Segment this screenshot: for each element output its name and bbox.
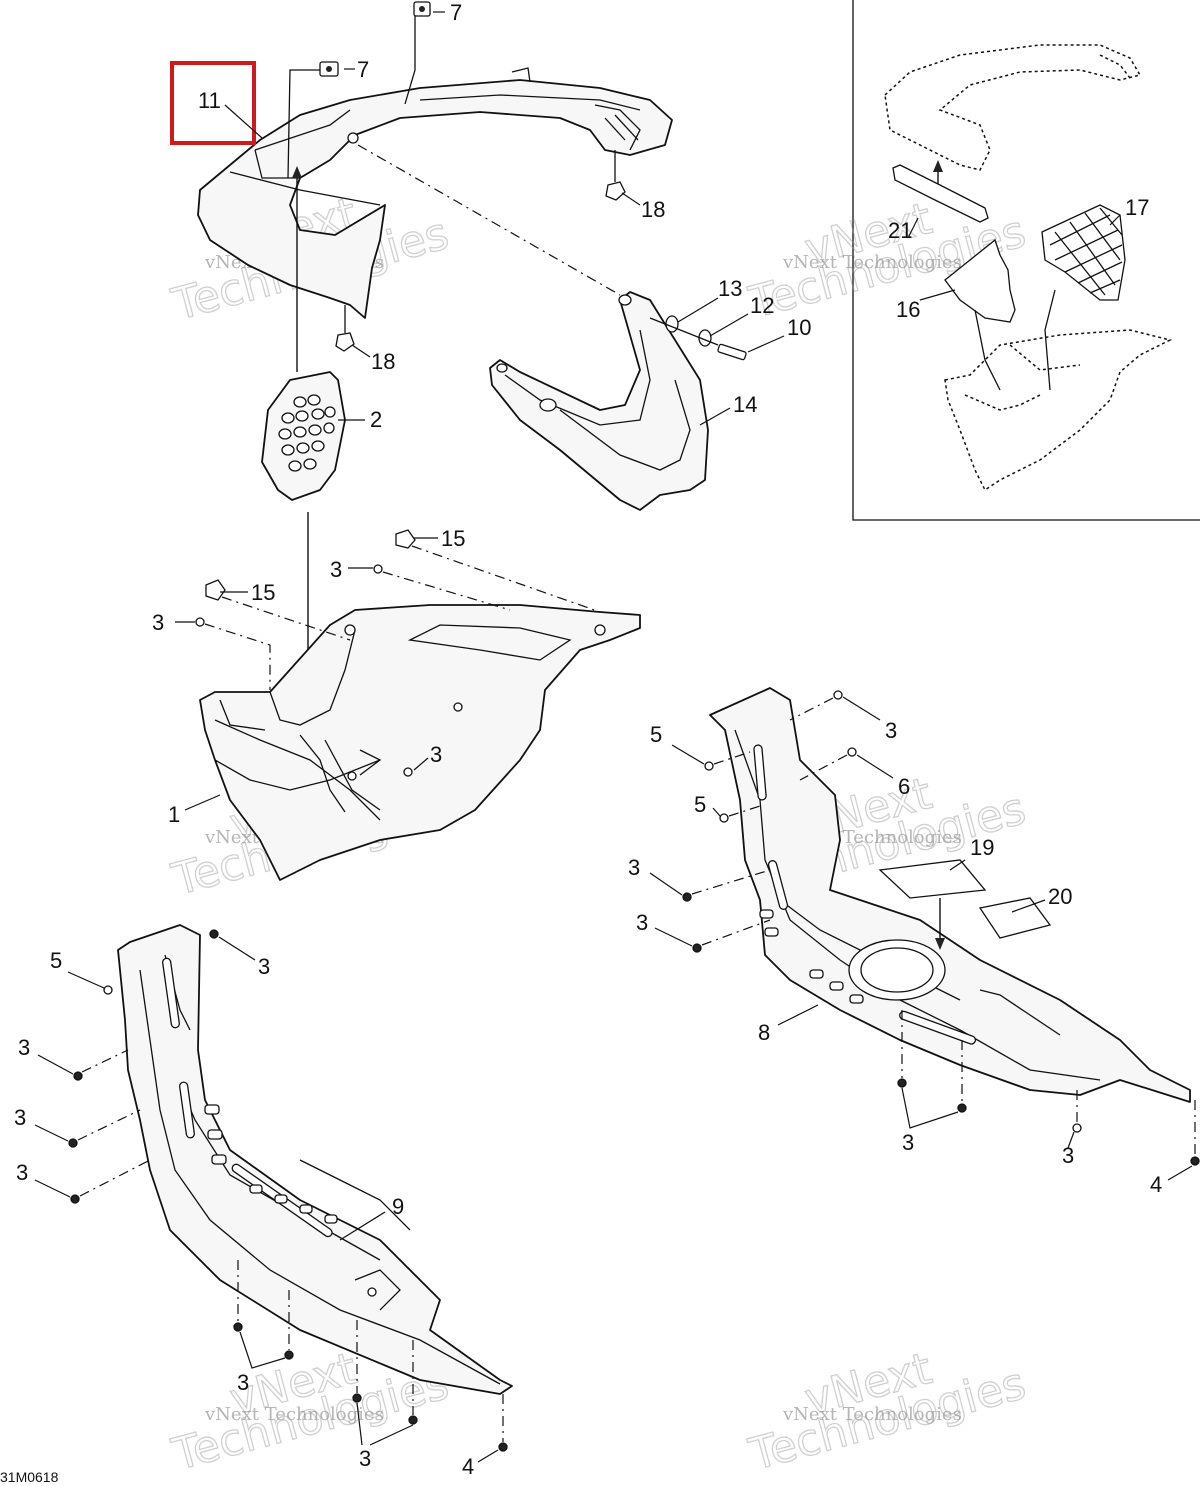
callout-4-rail: 4 <box>462 1454 474 1479</box>
clip-7-top <box>413 1 431 17</box>
part-11-upper-panel <box>197 12 673 319</box>
callout-17: 17 <box>1125 195 1149 220</box>
callout-15-right: 15 <box>441 526 465 551</box>
screw-3-console-left <box>195 617 271 690</box>
callout-3-rail-bottom-a: 3 <box>237 1370 249 1395</box>
callout-11: 11 <box>198 88 221 113</box>
callout-labels: 11 7 7 18 18 2 13 12 10 14 15 15 3 3 3 1… <box>14 0 1162 1479</box>
screw-3-right-rail-bottom-c <box>1072 1090 1082 1133</box>
washer-5-right-rail-top <box>704 751 751 771</box>
part-2-grille <box>261 166 346 694</box>
callout-3-rail-top: 3 <box>258 954 270 979</box>
inset-detail-frame <box>852 0 1200 521</box>
svg-text:vNext Technologies: vNext Technologies <box>204 1404 384 1425</box>
callout-18-left: 18 <box>371 349 395 374</box>
screw-3-rail-left-bottom <box>70 1159 151 1204</box>
screw-3-rail-bottom-d <box>408 1340 418 1425</box>
callout-9: 9 <box>392 1194 404 1219</box>
bolt-10 <box>649 317 747 361</box>
screw-3-right-rail-low <box>692 919 771 953</box>
part-17-mesh <box>1041 204 1126 301</box>
leader-lines <box>34 11 1193 1463</box>
callout-2: 2 <box>370 407 382 432</box>
screw-4-rail <box>498 1394 508 1452</box>
part-19-decal <box>878 859 987 950</box>
callout-3-rail-bottom-b: 3 <box>359 1446 371 1471</box>
washer-6-right-rail <box>799 747 857 781</box>
callout-5-rail-left: 5 <box>50 948 62 973</box>
screw-3-right-rail-top <box>789 690 843 721</box>
callout-4-right-rail: 4 <box>1150 1172 1162 1197</box>
callout-13: 13 <box>718 276 742 301</box>
callout-8: 8 <box>758 1020 770 1045</box>
callout-10: 10 <box>787 315 811 340</box>
screw-4-right-rail <box>1190 1100 1200 1166</box>
callout-3-right-rail-bottom-c: 3 <box>1062 1143 1074 1168</box>
callout-3-right-rail-mid: 3 <box>628 855 640 880</box>
screw-3-rail-bottom-b <box>284 1290 294 1360</box>
callout-3-console-top: 3 <box>330 557 342 582</box>
part-14-bracket <box>489 291 709 511</box>
callout-3-rail-left-bottom: 3 <box>16 1160 28 1185</box>
callout-18-right: 18 <box>641 197 665 222</box>
callout-1: 1 <box>168 802 180 827</box>
screw-3-rail-left-mid <box>68 1109 141 1148</box>
inset-upper-panel <box>884 44 1142 195</box>
callout-21: 21 <box>888 218 912 243</box>
callout-19: 19 <box>970 835 994 860</box>
screw-3-rail-bottom-c <box>352 1320 362 1403</box>
highlight-box <box>170 61 256 145</box>
screw-3-console-center <box>403 702 463 777</box>
callout-3-console-left: 3 <box>152 610 164 635</box>
callout-3-right-rail-low: 3 <box>636 910 648 935</box>
callout-20: 20 <box>1048 884 1072 909</box>
drawing-number: 31M0618 <box>0 1469 59 1485</box>
screw-3-rail-left-top <box>73 1049 129 1081</box>
callout-5-right-rail-top: 5 <box>650 722 662 747</box>
screw-3-rail-bottom-a <box>233 1260 243 1332</box>
callout-12: 12 <box>750 293 774 318</box>
part-16-pad <box>944 238 1016 323</box>
part-20-decal <box>978 897 1052 939</box>
assembly-line-11-14 <box>357 144 621 296</box>
part-9-left-rail <box>117 924 513 1395</box>
watermark-bottom-right: vNext vNext Technologies Technologies <box>743 1342 1031 1481</box>
clip-7-upper <box>287 61 339 179</box>
nut-18-right <box>605 150 626 201</box>
screw-3-right-rail-bottom-a <box>897 1010 907 1088</box>
callout-7-top: 7 <box>450 0 462 25</box>
screw-3-right-rail-bottom-b <box>957 1040 967 1113</box>
part-8-right-rail <box>709 687 1191 1103</box>
grille-holes <box>278 394 336 472</box>
screw-3-right-rail-mid <box>682 869 771 902</box>
callout-14: 14 <box>733 392 757 417</box>
part-1-lower-console <box>199 604 641 881</box>
callout-3-console-center: 3 <box>430 742 442 767</box>
callout-3-rail-left-mid: 3 <box>14 1105 26 1130</box>
callout-16: 16 <box>896 297 920 322</box>
callout-5-right-rail-mid: 5 <box>694 792 706 817</box>
callout-3-right-rail-bottom: 3 <box>902 1130 914 1155</box>
svg-text:vNext Technologies: vNext Technologies <box>782 252 962 273</box>
callout-7-upper: 7 <box>357 57 369 82</box>
callout-6: 6 <box>898 774 910 799</box>
nut-15-left <box>205 579 351 641</box>
inset-lower-console <box>944 289 1173 492</box>
nut-15-right <box>395 529 601 613</box>
screw-3-rail-top <box>209 929 219 939</box>
callout-3-right-rail-top: 3 <box>885 718 897 743</box>
washer-13 <box>665 315 679 333</box>
screw-3-console-top <box>373 564 511 611</box>
washer-5-right-rail-mid <box>719 805 761 823</box>
part-21-strip <box>892 164 989 223</box>
nut-18-left <box>335 305 355 352</box>
mesh-pattern <box>1049 207 1123 296</box>
callout-15-left: 15 <box>251 580 275 605</box>
callout-3-rail-left-top: 3 <box>18 1035 30 1060</box>
svg-text:vNext Technologies: vNext Technologies <box>782 1404 962 1425</box>
washer-5-rail-left <box>103 985 113 995</box>
